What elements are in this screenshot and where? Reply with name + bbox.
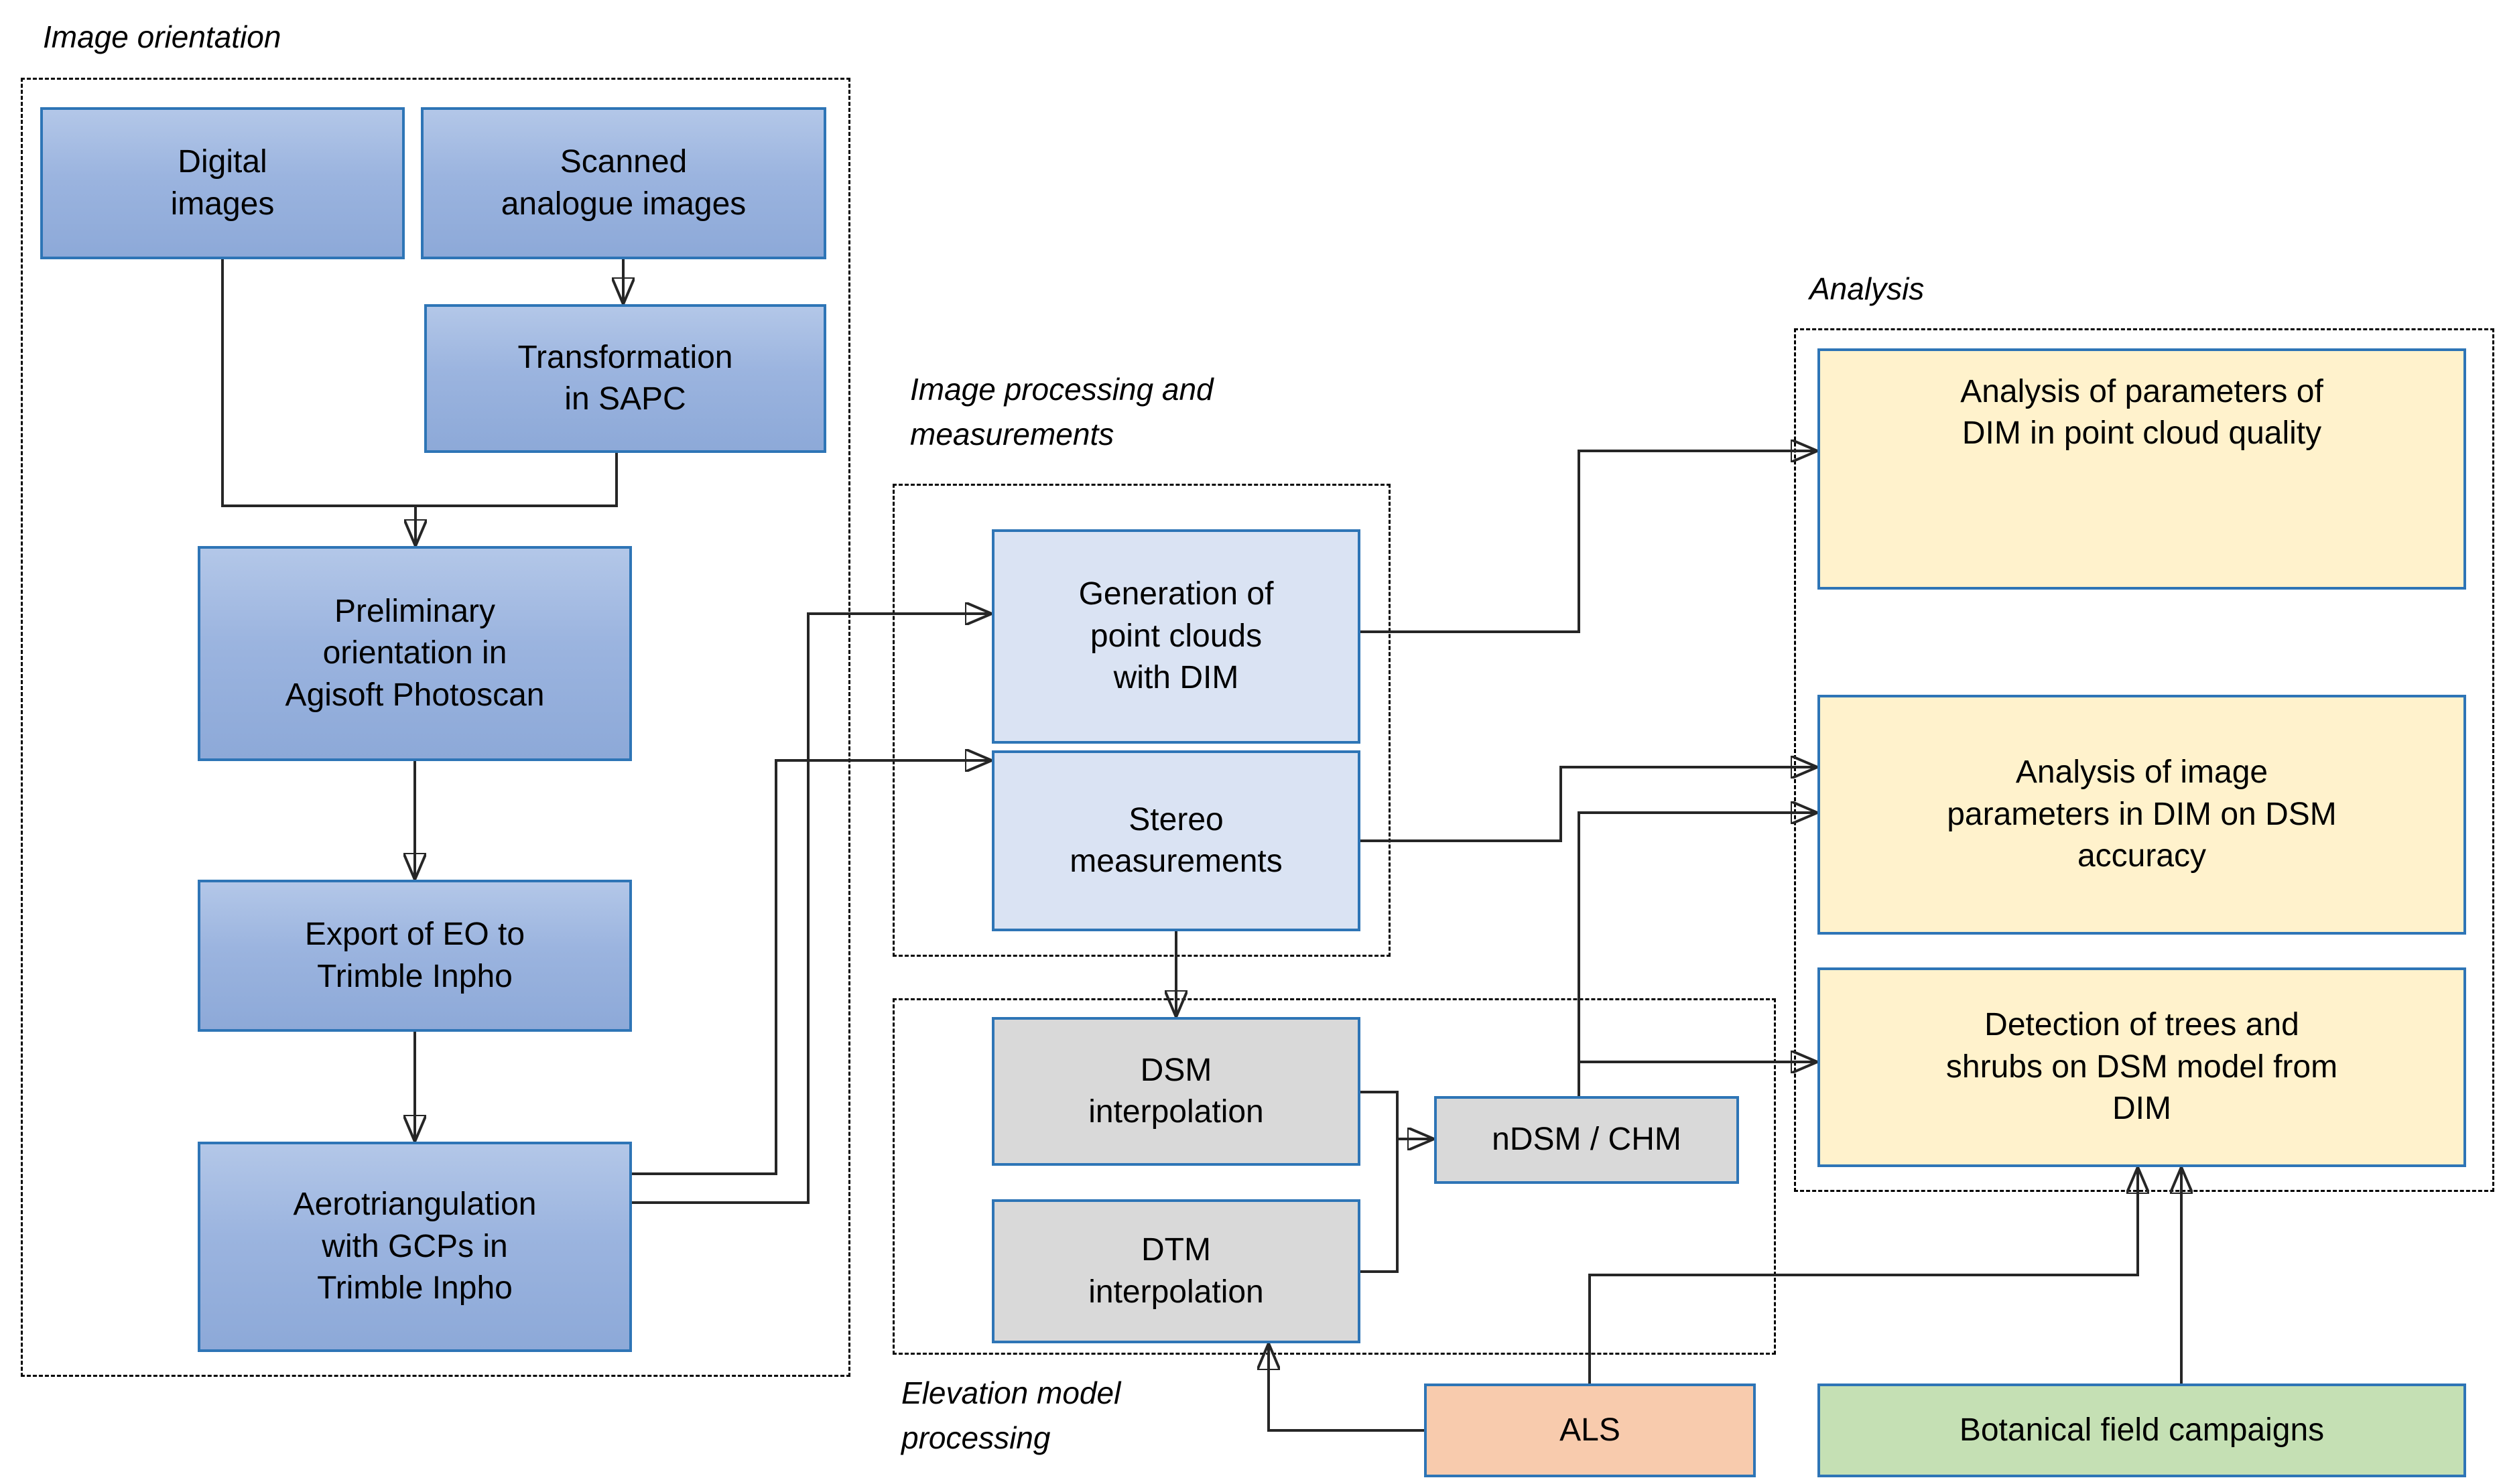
label-elevation-model: Elevation model processing	[901, 1375, 1121, 1455]
node-generation-point-clouds: Generation of point clouds with DIM	[992, 529, 1360, 744]
node-stereo-measurements: Stereo measurements	[992, 750, 1360, 931]
node-dtm-interpolation: DTM interpolation	[992, 1199, 1360, 1343]
node-analysis-point-cloud-quality: Analysis of parameters of DIM in point c…	[1817, 348, 2466, 590]
connector-stereo-to-analysis2	[1360, 767, 1816, 842]
node-dsm-interpolation: DSM interpolation	[992, 1017, 1360, 1166]
node-analysis-dsm-accuracy: Analysis of image parameters in DIM on D…	[1817, 695, 2466, 935]
label-image-orientation: Image orientation	[43, 19, 281, 54]
label-image-processing: Image processing and measurements	[910, 372, 1214, 452]
node-digital-images: Digital images	[40, 107, 405, 259]
node-export-eo: Export of EO to Trimble Inpho	[198, 880, 632, 1032]
node-ndsm-chm: nDSM / CHM	[1434, 1096, 1739, 1184]
node-detection-trees-shrubs: Detection of trees and shrubs on DSM mod…	[1817, 967, 2466, 1167]
connector-als-to-dtm	[1269, 1345, 1424, 1432]
node-botanical-field-campaigns: Botanical field campaigns	[1817, 1384, 2466, 1477]
node-preliminary-orientation: Preliminary orientation in Agisoft Photo…	[198, 546, 632, 761]
node-als: ALS	[1424, 1384, 1756, 1477]
node-scanned-analogue-images: Scanned analogue images	[421, 107, 826, 259]
connector-generation-to-analysis1	[1360, 451, 1816, 633]
label-analysis: Analysis	[1809, 271, 1925, 306]
node-aerotriangulation: Aerotriangulation with GCPs in Trimble I…	[198, 1142, 632, 1352]
node-transformation-sapc: Transformation in SAPC	[424, 304, 826, 453]
